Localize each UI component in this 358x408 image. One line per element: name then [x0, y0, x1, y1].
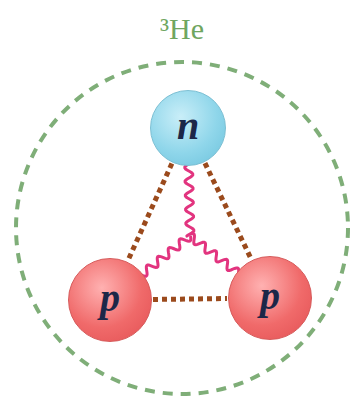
neutron-circle: n — [150, 90, 226, 166]
gluon-wave — [185, 164, 194, 236]
particle-symbol: p — [260, 276, 280, 316]
proton-circle: p — [228, 256, 312, 340]
proton-circle: p — [68, 258, 152, 342]
nucleus-label: ³He — [14, 12, 350, 46]
nucleus-region: ³Henpp — [14, 60, 350, 396]
gluon-wave — [192, 234, 239, 274]
particle-symbol: n — [177, 106, 199, 146]
particle-symbol: p — [100, 278, 120, 318]
gluon-wave — [141, 237, 191, 276]
interaction-line — [205, 163, 251, 259]
interaction-line — [153, 296, 227, 302]
interaction-line — [128, 164, 172, 261]
